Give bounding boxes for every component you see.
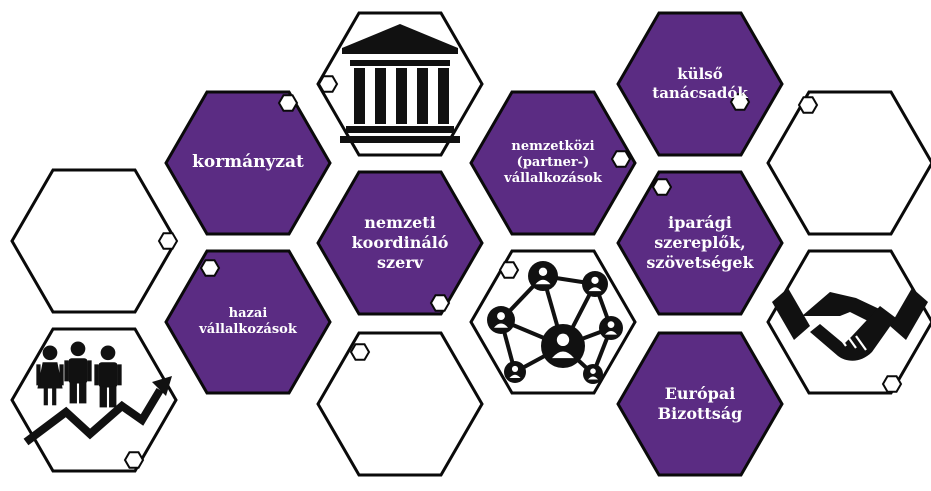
handshake-icon	[772, 288, 928, 361]
hexagon-hazai-vallalkozasok	[164, 249, 332, 395]
hexagon-badge-icon	[349, 343, 371, 361]
label-kormanyzat: kormányzat	[192, 152, 304, 173]
hexagon-badge-icon	[651, 178, 673, 196]
hexagon-empty-bottom	[316, 331, 484, 477]
label-europai-bizottsag: Európai Bizottság	[657, 384, 743, 423]
hexagon-europai-bizottsag	[616, 331, 784, 477]
hexagon-empty-left	[10, 168, 179, 314]
people-network-icon	[487, 261, 623, 384]
hexagon-badge-icon	[881, 375, 903, 393]
hexagon-government-building	[316, 11, 484, 157]
label-nemzetkozi-partner-vallalkozasok: nemzetközi (partner-) vállalkozások	[504, 138, 602, 187]
label-iparagi-szereplok-szovetsegek: iparági szereplők, szövetségek	[646, 213, 754, 272]
hexagon-badge-icon	[729, 93, 751, 111]
hexagon-handshake	[766, 249, 931, 395]
hexagon-empty-right	[766, 90, 931, 236]
hexagon-badge-icon	[797, 96, 819, 114]
hexagon-badge-icon	[199, 259, 221, 277]
hexagon-badge-icon	[429, 294, 451, 312]
hexagon-nemzetkozi-partner-vallalkozasok	[469, 90, 637, 236]
hexagon-badge-icon	[277, 94, 299, 112]
hexagon-kulso-tanacsadok	[616, 11, 784, 157]
hexagon-kormanyzat	[164, 90, 332, 236]
hexagon-badge-icon	[498, 261, 520, 279]
hexagon-badge-icon	[123, 451, 145, 469]
label-nemzeti-koordinalo-szerv: nemzeti koordináló szerv	[351, 213, 449, 272]
hexagon-network	[469, 249, 637, 395]
hexagon-badge-icon	[610, 150, 632, 168]
label-hazai-vallalkozasok: hazai vállalkozások	[199, 305, 297, 337]
people-growth-chart-icon	[23, 341, 172, 446]
hexagon-growth	[10, 327, 178, 473]
hexagon-iparagi-szereplok-szovetsegek	[616, 170, 784, 316]
government-building-icon	[340, 24, 460, 143]
hexagon-badge-icon	[317, 75, 339, 93]
hexagon-badge-icon	[157, 232, 179, 250]
hexagon-nemzeti-koordinalo-szerv	[316, 170, 484, 316]
label-kulso-tanacsadok: külső tanácsadók	[652, 65, 748, 102]
